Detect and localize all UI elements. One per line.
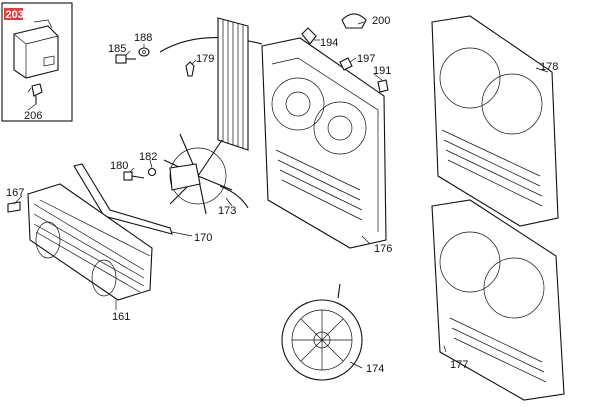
clip-part-179[interactable] (185, 61, 195, 77)
inset-box (1, 2, 73, 122)
part-label-197[interactable]: 197 (357, 53, 375, 65)
radiator-core (217, 17, 249, 151)
fastener-part-167[interactable] (7, 201, 21, 213)
part-label-200[interactable]: 200 (372, 15, 390, 27)
part-label-179[interactable]: 179 (196, 53, 214, 65)
part-label-170[interactable]: 170 (194, 232, 212, 244)
highlight-marker (4, 8, 23, 20)
part-label-188[interactable]: 188 (134, 32, 152, 44)
nut-part-182[interactable] (147, 167, 157, 177)
screw-part-180[interactable] (123, 171, 145, 181)
part-label-174[interactable]: 174 (366, 363, 384, 375)
hose-line (159, 37, 263, 53)
fan-shroud-part-176[interactable] (261, 37, 387, 249)
part-label-161[interactable]: 161 (112, 311, 130, 323)
cap-part-200[interactable] (341, 13, 367, 29)
clip-part-197[interactable] (339, 57, 353, 71)
part-label-177[interactable]: 177 (450, 359, 468, 371)
fan-motor-part-173[interactable] (163, 133, 249, 215)
control-module-part-203[interactable] (13, 19, 59, 79)
part-label-176[interactable]: 176 (374, 243, 392, 255)
part-label-180[interactable]: 180 (110, 160, 128, 172)
label-text-203: 203 (6, 9, 24, 21)
part-label-194[interactable]: 194 (320, 37, 338, 49)
bolt-part-185[interactable] (115, 54, 136, 64)
part-label-185[interactable]: 185 (108, 43, 126, 55)
connector-part-206[interactable] (27, 83, 43, 104)
fan-shroud-part-178[interactable] (431, 15, 559, 227)
part-label-206[interactable]: 206 (24, 110, 42, 122)
leader-lines (13, 21, 549, 369)
part-label-191[interactable]: 191 (373, 65, 391, 77)
fan-shroud-part-177[interactable] (431, 199, 565, 401)
part-label-167[interactable]: 167 (6, 187, 24, 199)
part-label-203[interactable]: 203 (4, 8, 24, 21)
clamp-part-194[interactable] (301, 27, 317, 45)
washer-part-188[interactable] (138, 47, 150, 57)
part-label-182[interactable]: 182 (139, 151, 157, 163)
part-label-173[interactable]: 173 (218, 205, 236, 217)
part-label-178[interactable]: 178 (540, 61, 558, 73)
grille-part-161[interactable] (27, 183, 153, 301)
clip-part-191[interactable] (377, 79, 389, 93)
fan-part-174[interactable] (281, 283, 363, 381)
